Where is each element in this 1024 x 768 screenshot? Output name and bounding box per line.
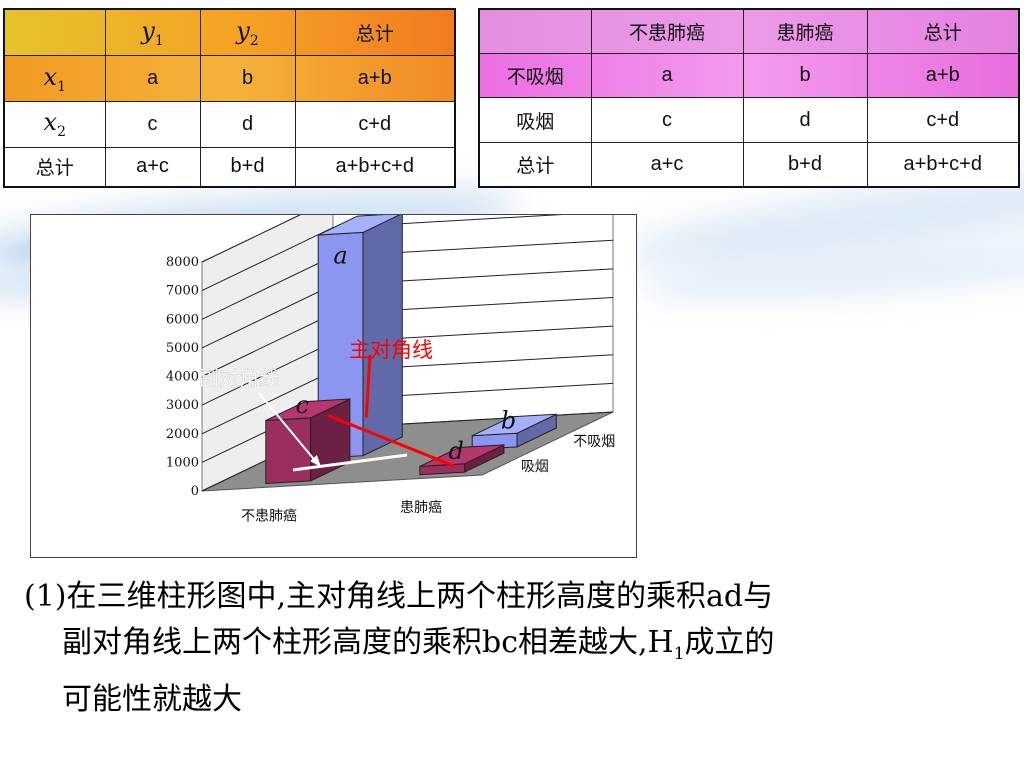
table-corner-cell (3, 8, 106, 57)
row-label-total: 总计 (478, 141, 592, 188)
table-cell: c (590, 97, 744, 143)
math-y1: y1 (141, 16, 164, 49)
table-cell: a+b (866, 53, 1020, 99)
table-row: 总计 a+c b+d a+b+c+d (478, 141, 1020, 188)
math-x1: x1 (43, 62, 66, 95)
header-y1: y1 (104, 8, 201, 57)
row-label-nonsmoker: 不吸烟 (478, 53, 592, 99)
y-tick-label: 7000 (166, 284, 199, 299)
y-tick-label: 2000 (166, 427, 199, 442)
explanation-line-2-end: 成立的 (684, 625, 775, 660)
bar-chart-3d: 0 1000 2000 3000 4000 5000 6000 7000 8000 a b c d 不患肺… (30, 214, 637, 558)
row-label-x2: x2 (3, 100, 106, 148)
secondary-diagonal-line (292, 453, 408, 472)
secondary-diagonal-arrowhead (310, 455, 321, 467)
table-header-row: 不患肺癌 患肺癌 总计 (478, 8, 1020, 55)
y-tick-label: 3000 (166, 398, 199, 413)
chart-canvas: 0 1000 2000 3000 4000 5000 6000 7000 8000 a b c d 不患肺… (166, 215, 615, 525)
header-no-cancer: 不患肺癌 (590, 8, 744, 55)
contingency-table-generic: y1 y2 总计 x1 a b a+b x2 c d c+d 总计 a+c b+… (3, 8, 456, 188)
secondary-diagonal-label: 副对角线 (199, 366, 279, 390)
secondary-diagonal-pointer (258, 392, 318, 464)
bar-label: c (295, 391, 308, 419)
table-cell: b+d (199, 146, 296, 188)
table-cell: a+b+c+d (866, 141, 1020, 188)
table-cell: a (590, 53, 744, 99)
table-corner-cell (478, 8, 592, 55)
explanation-line-3: 可能性就越大 (62, 682, 242, 717)
y-tick-label: 4000 (166, 370, 199, 385)
explanation-line-2-main: 副对角线上两个柱形高度的乘积bc相差越大,H (62, 625, 674, 660)
table-cell: a+c (104, 146, 201, 188)
x-tick-label: 患肺癌 (400, 500, 442, 516)
header-total: 总计 (294, 8, 456, 57)
explanation-text: (1)在三维柱形图中,主对角线上两个柱形高度的乘积ad与 副对角线上两个柱形高度… (24, 574, 1014, 723)
table-row: x2 c d c+d (3, 100, 456, 148)
explanation-line-2: 副对角线上两个柱形高度的乘积bc相差越大,H1成立的 (24, 620, 1014, 677)
bar-top (265, 398, 351, 421)
main-diagonal-label: 主对角线 (349, 338, 433, 362)
table-cell: b+d (742, 141, 868, 188)
bar-side (362, 215, 403, 457)
table-cell: c+d (866, 97, 1020, 143)
row-label-x1: x1 (3, 55, 106, 102)
table-cell: a+b (294, 55, 456, 102)
table-header-row: y1 y2 总计 (3, 8, 456, 57)
math-x2: x2 (43, 108, 66, 141)
row-label-total: 总计 (3, 146, 106, 188)
table-row: 总计 a+c b+d a+b+c+d (3, 146, 456, 188)
gridline (201, 215, 301, 263)
table-cell: a (104, 55, 201, 102)
y-tick-label: 8000 (166, 255, 199, 270)
bar-label: d (448, 437, 463, 465)
table-cell: b (742, 53, 868, 99)
header-y2: y2 (199, 8, 296, 57)
y-tick-label: 6000 (166, 312, 199, 327)
table-cell: a+c (590, 141, 744, 188)
table-row: 不吸烟 a b a+b (478, 53, 1020, 99)
y-tick-label: 1000 (166, 455, 199, 470)
main-diagonal-pointer (364, 354, 372, 418)
table-cell: b (199, 55, 296, 102)
row-label-smoker: 吸烟 (478, 97, 592, 143)
table-row: x1 a b a+b (3, 55, 456, 102)
table-cell: d (742, 97, 868, 143)
contingency-table-smoking: 不患肺癌 患肺癌 总计 不吸烟 a b a+b 吸烟 c d c+d 总计 a+… (478, 8, 1020, 188)
explanation-line-1: (1)在三维柱形图中,主对角线上两个柱形高度的乘积ad与 (24, 579, 774, 614)
y-tick-label: 5000 (166, 341, 199, 356)
table-row: 吸烟 c d c+d (478, 97, 1020, 143)
depth-tick-label: 不吸烟 (573, 434, 615, 450)
math-y2: y2 (236, 16, 259, 49)
bar-label: b (501, 406, 516, 434)
header-total: 总计 (866, 8, 1020, 55)
table-cell: a+b+c+d (294, 146, 456, 188)
y-tick-label: 0 (191, 484, 199, 499)
bar-label: a (333, 242, 347, 270)
bar-top (317, 215, 401, 236)
table-cell: d (199, 100, 296, 148)
table-cell: c (104, 100, 201, 148)
x-tick-label: 不患肺癌 (241, 509, 297, 525)
subscript-1: 1 (673, 644, 685, 664)
main-diagonal-line (327, 414, 455, 468)
depth-tick-label: 吸烟 (521, 459, 549, 475)
header-cancer: 患肺癌 (742, 8, 868, 55)
table-cell: c+d (294, 100, 456, 148)
bar-top (471, 413, 557, 437)
